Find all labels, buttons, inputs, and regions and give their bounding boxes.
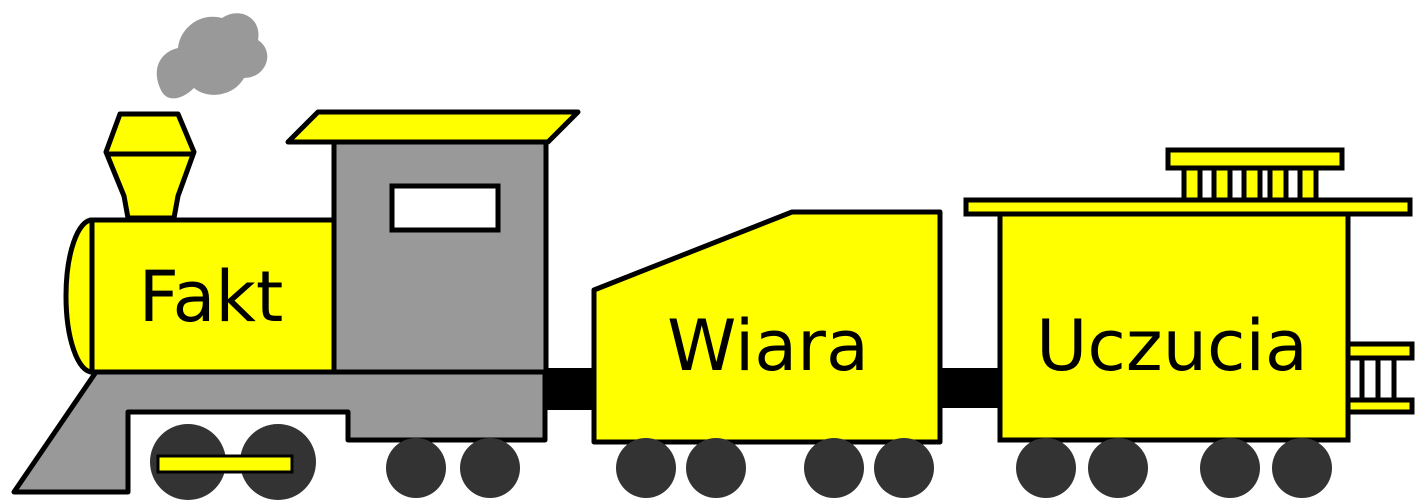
rear-railing — [1348, 344, 1412, 412]
cupola-roof — [1168, 150, 1342, 168]
wheel — [1016, 438, 1076, 498]
cab-window — [392, 186, 498, 230]
engine-label: Fakt — [139, 256, 284, 338]
wheel — [874, 438, 934, 498]
wheel — [1272, 438, 1332, 498]
cab-roof — [288, 112, 578, 142]
wheel — [386, 438, 446, 498]
coupler-tender-caboose — [936, 368, 1002, 408]
small-wheels — [386, 438, 1332, 498]
wheel — [686, 438, 746, 498]
connecting-rod — [158, 456, 292, 472]
wheel — [616, 438, 676, 498]
wheel — [460, 438, 520, 498]
coupler-engine-tender — [540, 368, 600, 410]
wheel — [804, 438, 864, 498]
wheel — [1088, 438, 1148, 498]
wheel — [1200, 438, 1260, 498]
smokestack — [106, 114, 194, 218]
smoke-puff — [157, 13, 268, 98]
tender-label: Wiara — [667, 305, 869, 387]
engine-cab — [334, 142, 546, 372]
cupola-posts — [1184, 168, 1316, 200]
caboose-label: Uczucia — [1036, 305, 1308, 387]
